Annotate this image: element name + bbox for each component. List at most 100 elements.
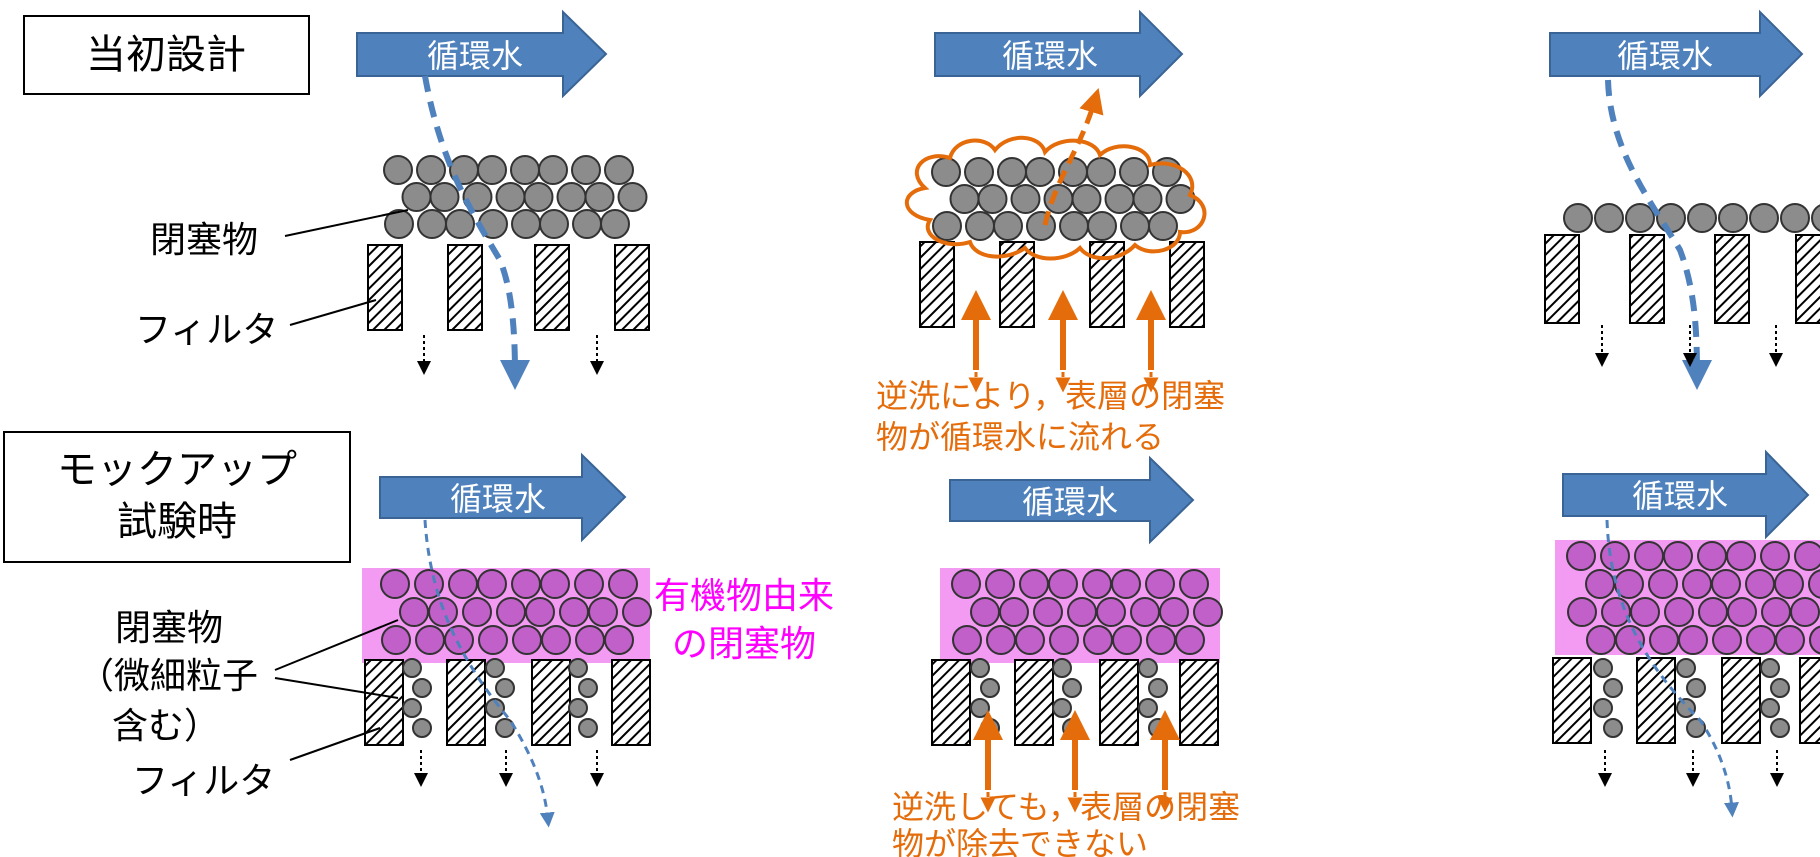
flow-arrow-3: 循環水 xyxy=(1549,9,1804,99)
blockage-particles-3 xyxy=(1563,203,1820,233)
flow-arrow-5: 循環水 xyxy=(949,455,1195,545)
particle xyxy=(1712,625,1742,655)
particle xyxy=(1775,625,1805,655)
particle xyxy=(1649,625,1679,655)
particle xyxy=(1175,625,1205,655)
particle xyxy=(1586,625,1616,655)
particle xyxy=(993,211,1023,241)
flow-arrow-4: 循環水 xyxy=(379,452,627,543)
particle xyxy=(478,625,508,655)
organic-label-line1: 有機物由来 xyxy=(654,576,834,617)
backwash-cloud xyxy=(904,135,1207,261)
particle xyxy=(1678,625,1708,655)
particle xyxy=(1104,184,1135,214)
filter-bar xyxy=(1169,241,1205,328)
backwash-arrows xyxy=(961,290,1180,813)
particle xyxy=(523,182,554,212)
organic-label-line2: の閉塞物 xyxy=(672,624,816,665)
particle xyxy=(1745,569,1775,599)
particle xyxy=(1761,597,1791,627)
blockage-particles-1 xyxy=(383,155,648,239)
fine-particle xyxy=(485,658,505,678)
particle xyxy=(429,182,460,212)
fine-particle xyxy=(402,698,422,718)
design-label-box xyxy=(23,15,310,95)
particle xyxy=(1718,203,1748,233)
particle xyxy=(1760,541,1790,571)
particle xyxy=(1563,203,1593,233)
fine-particle xyxy=(485,698,505,718)
backwash-release-arrow xyxy=(1042,88,1104,226)
particle xyxy=(539,209,569,239)
particle xyxy=(600,209,630,239)
fine-particle xyxy=(1603,718,1623,738)
fine-particle xyxy=(1760,658,1780,678)
particle xyxy=(399,597,429,627)
particle xyxy=(1727,597,1757,627)
filter-label: フィルタ xyxy=(135,310,278,351)
particle xyxy=(1567,597,1597,627)
flow-path-thin xyxy=(1605,519,1739,818)
particle xyxy=(1687,203,1717,233)
particle xyxy=(1682,569,1712,599)
particle xyxy=(977,184,1008,214)
fine-particle xyxy=(1052,658,1072,678)
particle xyxy=(1614,569,1644,599)
particle xyxy=(575,625,605,655)
particle xyxy=(1015,625,1045,655)
filter-bar xyxy=(1099,659,1139,746)
particle xyxy=(952,625,982,655)
organic-blockage-5 xyxy=(940,568,1223,663)
particle xyxy=(1059,211,1089,241)
fine-blockage-label-line1: 閉塞物 xyxy=(115,608,223,649)
particle xyxy=(1146,625,1176,655)
particle xyxy=(622,597,652,627)
fine-blockage-label-line2: （微細粒子 xyxy=(78,656,258,697)
filter-5 xyxy=(931,658,1219,746)
particle xyxy=(1082,569,1112,599)
filter-bar xyxy=(446,659,486,746)
particle xyxy=(1601,597,1631,627)
particle xyxy=(608,569,638,599)
organic-blockage-6 xyxy=(1555,540,1820,655)
blockage-particles-2 xyxy=(931,157,1196,241)
particle xyxy=(428,597,458,627)
particle xyxy=(477,569,507,599)
filter-bar xyxy=(1795,234,1820,324)
particle xyxy=(380,569,410,599)
mockup-label-box xyxy=(3,431,351,563)
fine-particle xyxy=(970,658,990,678)
particle xyxy=(931,157,961,187)
particle xyxy=(556,182,587,212)
particle xyxy=(1585,569,1615,599)
flow-arrow-2: 循環水 xyxy=(934,9,1184,99)
flow-arrow-label: 循環水 xyxy=(1002,37,1098,75)
particle xyxy=(1033,597,1063,627)
fine-particle xyxy=(1686,718,1706,738)
particle xyxy=(1594,203,1624,233)
particle xyxy=(444,625,474,655)
particle xyxy=(1159,597,1189,627)
particle xyxy=(1634,541,1664,571)
particle xyxy=(1043,184,1074,214)
particle xyxy=(1010,184,1041,214)
flow-arrow-label: 循環水 xyxy=(1022,483,1118,521)
filter-label: フィルタ xyxy=(132,761,275,802)
fine-particle xyxy=(568,698,588,718)
filter-bar xyxy=(931,659,971,746)
fine-blockage-label-line3: 含む） xyxy=(112,706,220,747)
particle xyxy=(416,155,446,185)
particle xyxy=(1811,204,1820,232)
particle xyxy=(1096,597,1126,627)
particle xyxy=(1600,541,1630,571)
particle xyxy=(1664,597,1694,627)
filter-bar xyxy=(919,241,955,328)
particle xyxy=(604,625,634,655)
filter-bar xyxy=(1179,659,1219,746)
filter-6 xyxy=(1552,657,1820,744)
drain-arrows xyxy=(414,325,1784,787)
particle xyxy=(1697,541,1727,571)
particle xyxy=(965,211,995,241)
design-label: 当初設計 xyxy=(86,32,246,78)
particle xyxy=(1026,211,1056,241)
